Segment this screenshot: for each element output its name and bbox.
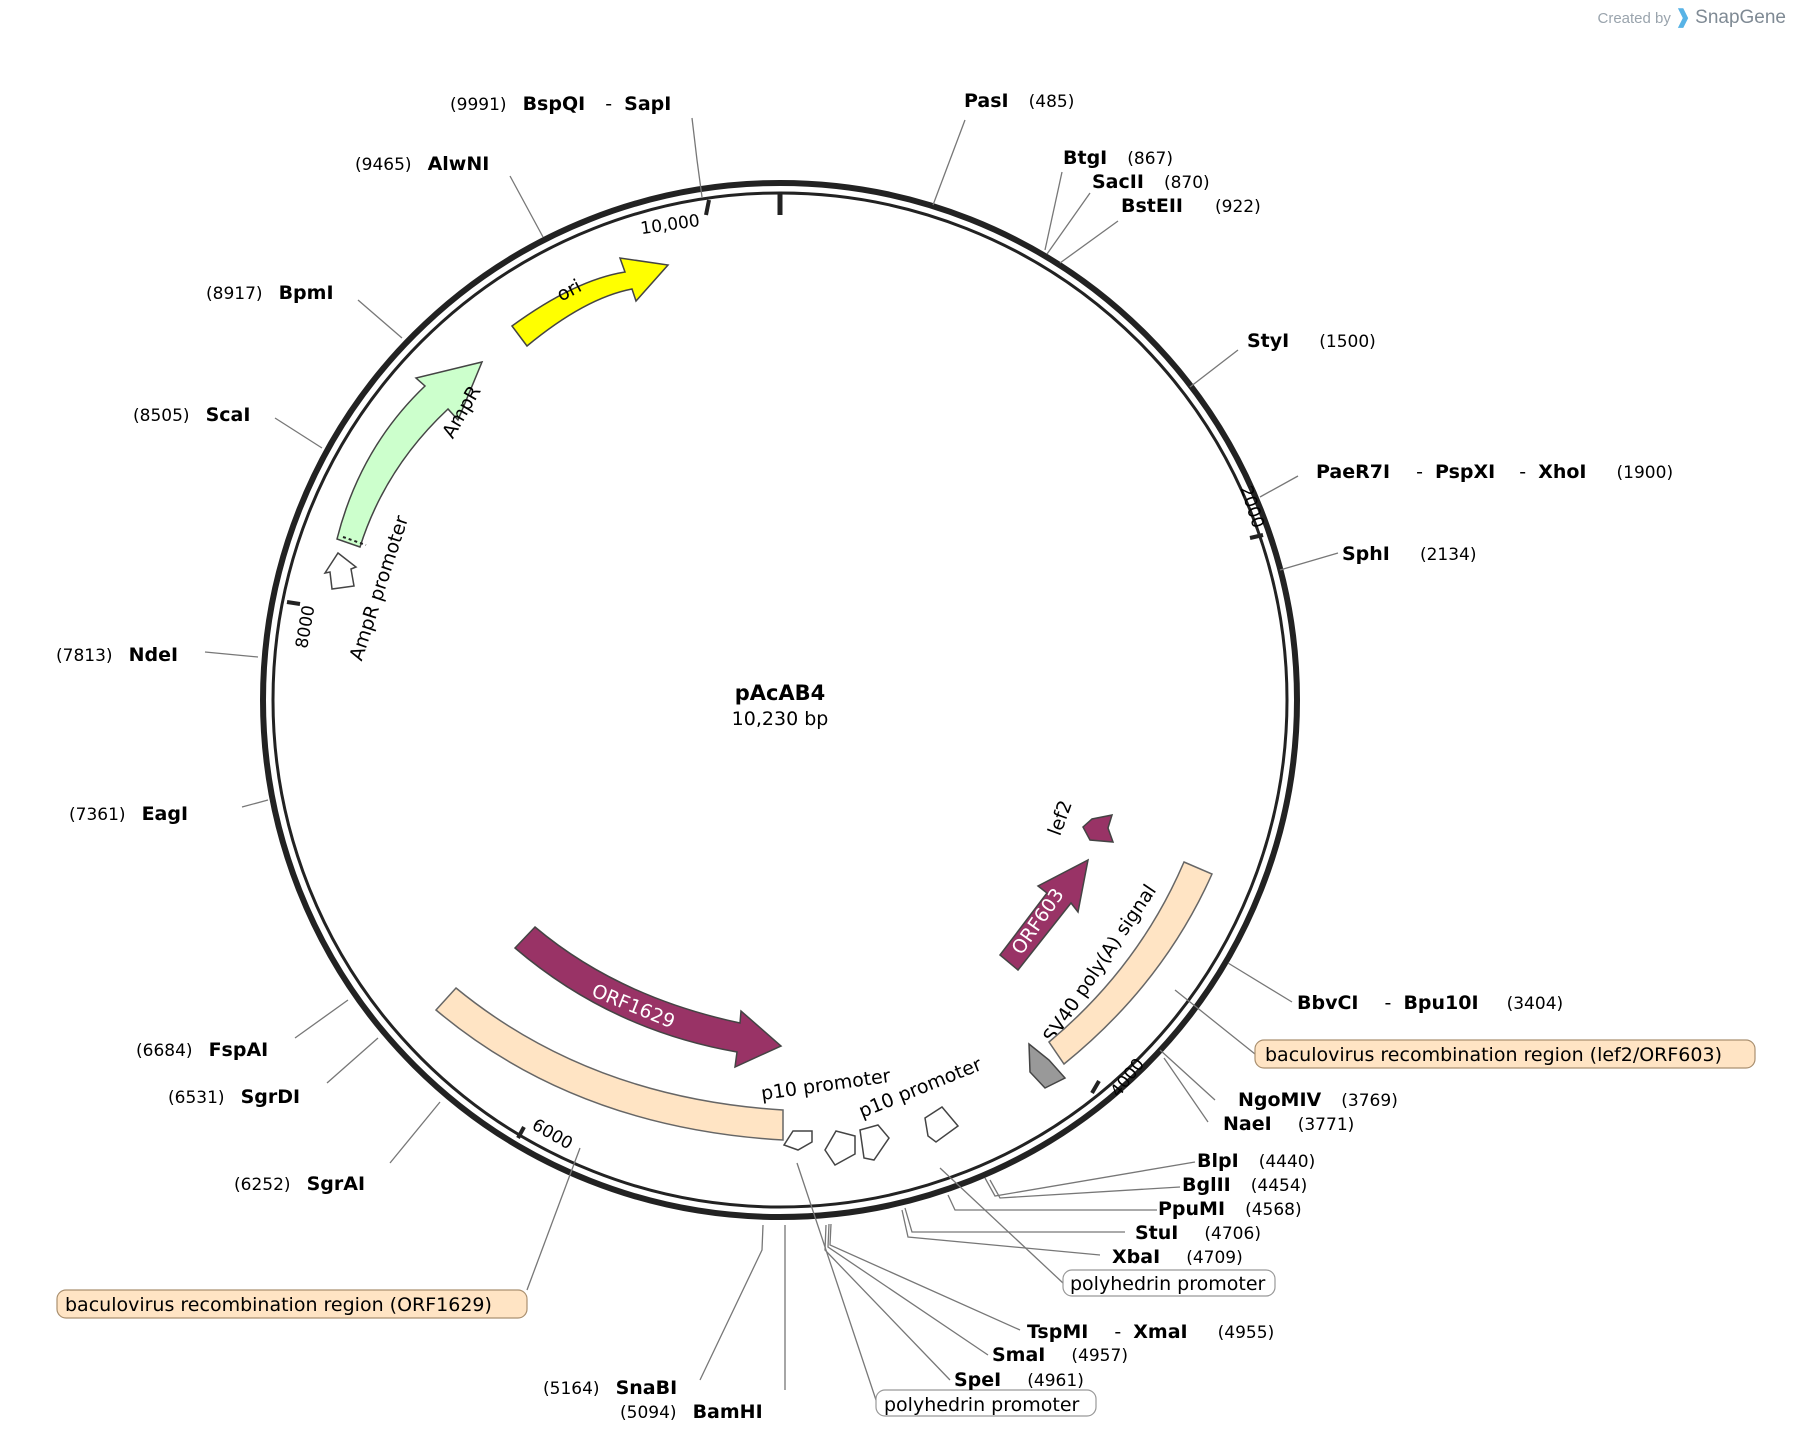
ampr-promoter-boundary [342, 536, 367, 546]
feature-ori[interactable] [510, 257, 670, 348]
callout-label: baculovirus recombination region (lef2/O… [1265, 1044, 1722, 1066]
enzyme-spei: SpeI (4961) [954, 1369, 1084, 1391]
feature-sv40-polya[interactable] [1028, 1042, 1067, 1089]
snapgene-logo-icon: ❱ [1675, 7, 1691, 28]
enzyme-leaders [204, 117, 1339, 1390]
tick-label: 10,000 [639, 211, 701, 239]
feature-orf603[interactable] [998, 858, 1090, 972]
backbone-outer [260, 180, 1300, 1220]
enzyme-bspqi-sapi: (9991) BspQI - SapI [450, 93, 671, 115]
enzyme-ndei: (7813) NdeI [56, 644, 178, 666]
enzyme-sphi: SphI (2134) [1342, 543, 1476, 565]
enzyme-smai: SmaI (4957) [992, 1344, 1128, 1366]
enzyme-ngomiv: NgoMIV (3769) [1238, 1089, 1398, 1111]
enzyme-sgrdi: (6531) SgrDI [168, 1086, 300, 1108]
feature-p10-promoter-4[interactable] [924, 1106, 960, 1143]
credit-brand: SnapGene [1695, 7, 1786, 28]
feature-p10-promoter-1[interactable] [782, 1130, 813, 1151]
enzyme-paer7i-pspxi-xhoi: PaeR7I - PspXI - XhoI (1900) [1316, 461, 1673, 483]
tick-10000: 10,000 [639, 199, 711, 239]
callout-bac-recomb-orf1629[interactable]: baculovirus recombination region (ORF162… [56, 1147, 581, 1319]
callout-label: polyhedrin promoter [884, 1394, 1080, 1416]
enzyme-naei: NaeI (3771) [1223, 1113, 1354, 1135]
feature-ampr-promoter[interactable] [323, 551, 358, 590]
enzyme-scai: (8505) ScaI [133, 404, 250, 426]
enzyme-btgi: BtgI (867) [1063, 147, 1173, 169]
credit-prefix: Created by [1597, 10, 1671, 27]
tick-label: 8000 [292, 604, 319, 650]
enzyme-bbvci-bpu10i: BbvCI - Bpu10I (3404) [1297, 992, 1563, 1014]
enzyme-eagi: (7361) EagI [69, 803, 188, 825]
enzyme-blpi: BlpI (4440) [1197, 1150, 1315, 1172]
feature-bac-recomb-lef2[interactable] [1047, 861, 1213, 1066]
snapgene-credit: Created by ❱ SnapGene [1598, 6, 1787, 29]
enzyme-ppumi: PpuMI (4568) [1158, 1198, 1302, 1220]
enzyme-bglii: BglII (4454) [1182, 1174, 1307, 1196]
feature-lef2[interactable] [1082, 814, 1115, 843]
enzyme-bamhi: (5094) BamHI [620, 1401, 763, 1423]
enzyme-sgrai: (6252) SgrAI [234, 1173, 365, 1195]
feature-p10-promoter-3[interactable] [859, 1124, 890, 1161]
tick-8000: 8000 [286, 600, 319, 650]
enzyme-xbai: XbaI (4709) [1112, 1246, 1243, 1268]
feature-bac-recomb-orf1629[interactable] [434, 986, 784, 1141]
tick-label: 6000 [528, 1115, 575, 1154]
enzyme-alwni: (9465) AlwNI [355, 153, 489, 175]
tick-label: 2000 [1235, 483, 1267, 530]
enzyme-snabi: (5164) SnaBI [543, 1377, 677, 1399]
callout-label: baculovirus recombination region (ORF162… [65, 1294, 492, 1316]
enzyme-sacii: SacII (870) [1092, 171, 1210, 193]
tick-2000: 2000 [1235, 483, 1268, 540]
enzyme-bpmi: (8917) BpmI [206, 282, 334, 304]
callout-polyhedrin-promoter-2[interactable]: polyhedrin promoter [796, 1162, 1097, 1417]
feature-ampr[interactable] [336, 360, 484, 548]
enzyme-styi: StyI (1500) [1247, 330, 1376, 352]
enzyme-stui: StuI (4706) [1135, 1222, 1261, 1244]
callout-bac-recomb-lef2[interactable]: baculovirus recombination region (lef2/O… [1174, 989, 1756, 1069]
callout-label: polyhedrin promoter [1070, 1273, 1266, 1295]
plasmid-name: pAcAB4 [735, 681, 826, 705]
feature-label-lef2: lef2 [1044, 797, 1077, 838]
feature-label-orf603: ORF603 [1007, 884, 1068, 958]
tick-label: 4000 [1107, 1055, 1149, 1101]
plasmid-length: 10,230 bp [732, 708, 829, 730]
feature-orf1629[interactable] [513, 925, 783, 1069]
feature-p10-promoter-2[interactable] [824, 1130, 856, 1166]
callout-polyhedrin-promoter-1[interactable]: polyhedrin promoter [939, 1167, 1276, 1297]
enzyme-fspai: (6684) FspAI [136, 1039, 268, 1061]
enzyme-pasi: PasI (485) [964, 90, 1074, 112]
enzyme-bsteii: BstEII (922) [1121, 195, 1261, 217]
enzyme-tspmi-xmai: TspMI - XmaI (4955) [1027, 1321, 1274, 1343]
